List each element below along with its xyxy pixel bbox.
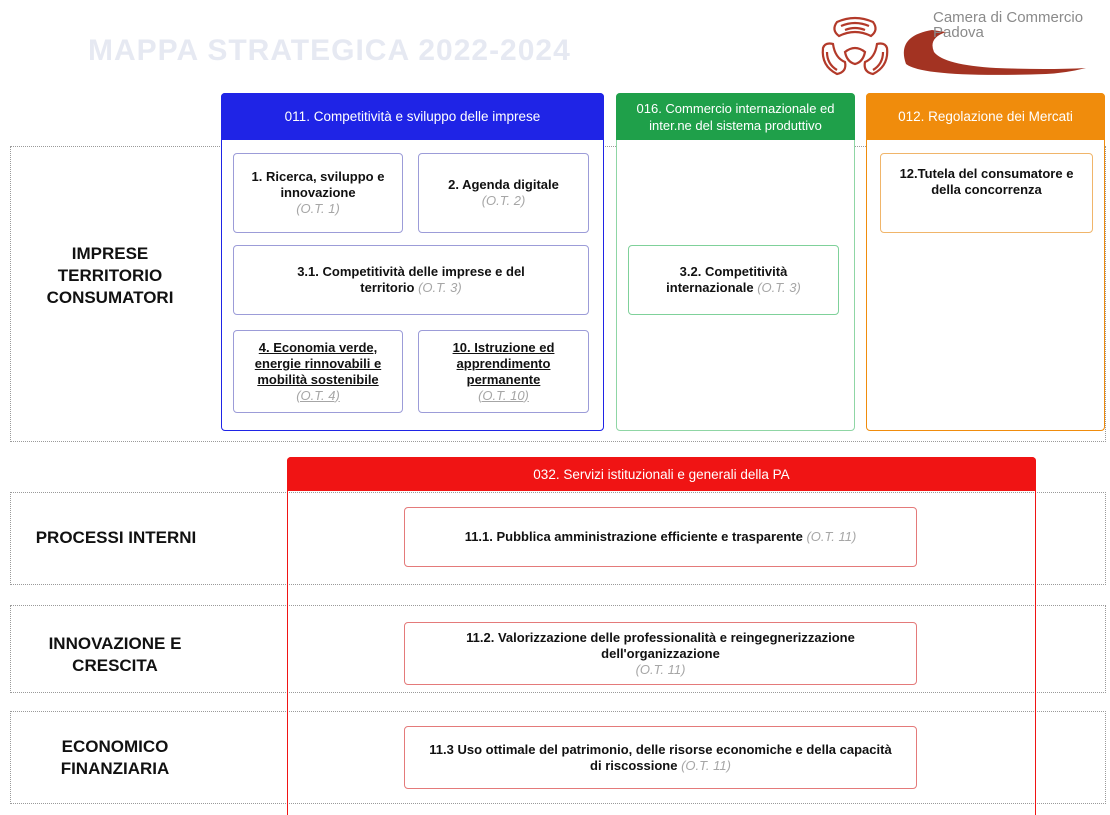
row-label-imprese-text: IMPRESE TERRITORIO CONSUMATORI (46, 244, 174, 307)
row-label-processi: PROCESSI INTERNI (35, 528, 197, 547)
objective-label: 3.1. Competitività delle imprese e del t… (274, 264, 548, 296)
row-band-economico (10, 711, 1106, 804)
ot-reference: (O.T. 10) (478, 387, 529, 403)
mission-012-column (866, 93, 1105, 431)
objective-label: 10. Istruzione ed apprendimento permanen… (452, 339, 555, 387)
ot-reference: (O.T. 1) (296, 201, 340, 216)
objective-11-1: 11.1. Pubblica amministrazione efficient… (404, 507, 917, 567)
objective-label: 1. Ricerca, sviluppo e innovazione (251, 169, 385, 200)
row-band-processi (10, 492, 1106, 585)
objective-label: 3.2. Competitività internazionale (O.T. … (637, 264, 830, 296)
ot-reference: (O.T. 11) (635, 661, 686, 677)
objective-label-text: 3.1. Competitività delle imprese e del t… (297, 264, 525, 295)
mission-032-header: 032. Servizi istituzionali e generali de… (287, 457, 1036, 491)
objective-10: 10. Istruzione ed apprendimento permanen… (418, 330, 589, 413)
objective-11-3: 11.3 Uso ottimale del patrimonio, delle … (404, 726, 917, 789)
objective-label: 12.Tutela del consumatore e della concor… (899, 166, 1074, 197)
row-label-imprese: IMPRESE TERRITORIO CONSUMATORI (30, 243, 190, 309)
objective-label-text: 11.3 Uso ottimale del patrimonio, delle … (429, 741, 892, 773)
objective-label-text: 3.2. Competitività internazionale (666, 264, 788, 295)
objective-2: 2. Agenda digitale (O.T. 2) (418, 153, 589, 233)
objective-1: 1. Ricerca, sviluppo e innovazione (O.T.… (233, 153, 403, 233)
objective-3-1: 3.1. Competitività delle imprese e del t… (233, 245, 589, 315)
page-title: MAPPA STRATEGICA 2022-2024 (88, 34, 571, 67)
objective-label: 11.3 Uso ottimale del patrimonio, delle … (425, 742, 896, 774)
logo-line-2: Padova (933, 24, 984, 41)
ot-reference: (O.T. 3) (757, 280, 801, 295)
ot-reference: (O.T. 11) (806, 529, 857, 544)
row-label-innovazione: INNOVAZIONE E CRESCITA (48, 634, 182, 675)
mission-011-header: 011. Competitività e sviluppo delle impr… (221, 93, 604, 140)
objective-label: 2. Agenda digitale (448, 177, 559, 192)
mission-016-header: 016. Commercio internazionale ed inter.n… (616, 93, 855, 140)
objective-12: 12.Tutela del consumatore e della concor… (880, 153, 1093, 233)
objective-3-2: 3.2. Competitività internazionale (O.T. … (628, 245, 839, 315)
objective-4: 4. Economia verde, energie rinnovabili e… (233, 330, 403, 413)
objective-label: 4. Economia verde, energie rinnovabili e… (242, 340, 394, 404)
row-label-economico: ECONOMICO FINANZIARIA (60, 737, 170, 778)
objective-label-text: 4. Economia verde, energie rinnovabili e… (254, 339, 382, 387)
chamber-emblem-icon (821, 16, 889, 76)
ot-reference: (O.T. 2) (481, 193, 526, 208)
ot-reference: (O.T. 11) (681, 757, 731, 773)
objective-label: 11.1. Pubblica amministrazione efficient… (465, 529, 857, 545)
ot-reference: (O.T. 4) (296, 387, 340, 403)
chamber-swoosh-icon (903, 30, 1086, 75)
objective-label-text: 11.1. Pubblica amministrazione efficient… (464, 529, 803, 544)
objective-11-2: 11.2. Valorizzazione delle professionali… (404, 622, 917, 685)
logo-line-1: Camera di Commercio (933, 9, 1084, 26)
chamber-name: Camera di Commercio Padova (933, 10, 1083, 40)
objective-label: 11.2. Valorizzazione delle professionali… (466, 629, 855, 661)
row-band-innovazione (10, 605, 1106, 693)
ot-reference: (O.T. 3) (418, 280, 462, 295)
mission-012-header: 012. Regolazione dei Mercati (866, 93, 1105, 140)
